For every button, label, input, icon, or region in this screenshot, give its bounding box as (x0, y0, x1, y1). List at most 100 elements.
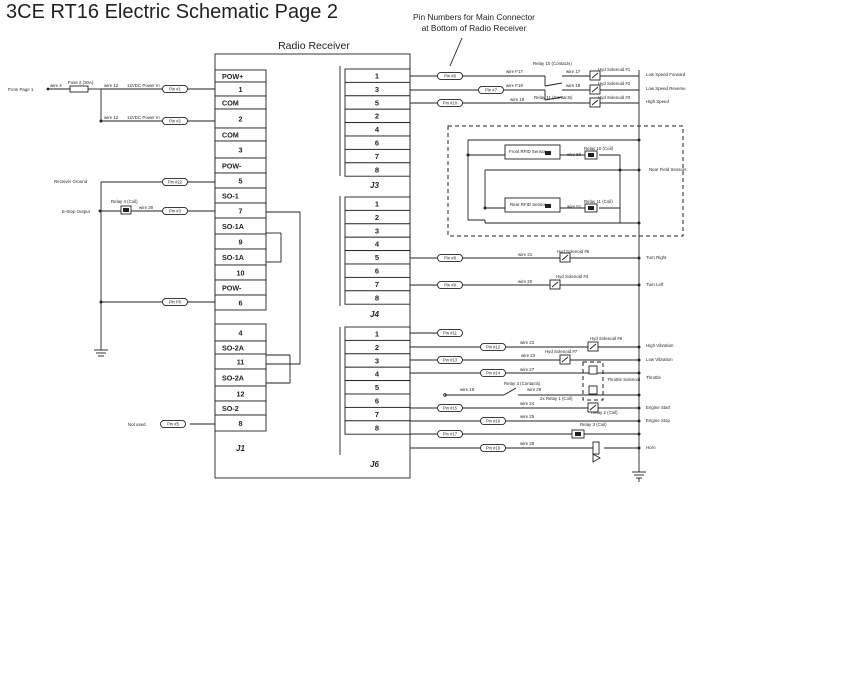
component-label-0: Relay 10 (Contacts) (533, 61, 572, 66)
component-label-4: Hyd Solenoid #3 (598, 95, 631, 100)
wire-label-9: wire 22 (520, 340, 535, 345)
function-label-6: High Vibration (646, 343, 674, 348)
left-pin-3-text: Pin #3 (169, 209, 182, 214)
j6-cell-7 (344, 420, 411, 435)
wire-label-8: wire 20 (518, 279, 533, 284)
right-pin-1: Pin #7 (478, 85, 504, 95)
right-pin-7-text: Pin #13 (443, 358, 458, 363)
j3-cell-7 (344, 162, 411, 177)
left-pin-3: Pin #3 (162, 206, 188, 216)
wire-label-11: wire 27 (520, 367, 535, 372)
junction-dot-11 (637, 358, 641, 362)
function-label-1: Low Speed Reverse (646, 86, 686, 91)
estop-output-label: E-Stop Output (62, 209, 91, 214)
junction-dot-8 (637, 256, 641, 260)
j1-cell-label-16: 4 (239, 329, 243, 338)
solenoid-0 (589, 70, 601, 81)
left-pin-2-text: Pin #22 (168, 180, 183, 185)
right-pin-2-text: Pin #10 (443, 101, 458, 106)
j6-label: J6 (370, 460, 379, 469)
component-label-6: Relay 10 (Coil) (584, 146, 614, 151)
j1-cell-label-10: SO-1A (222, 222, 244, 231)
solenoid-2 (589, 97, 601, 108)
j4-num-0: 1 (375, 200, 379, 209)
junction-dot-15 (637, 419, 641, 423)
fuse-label: Fuse 2 (30A) (68, 80, 94, 85)
junction-dot-12 (637, 371, 641, 375)
j4-cell-7 (344, 290, 411, 305)
left-pin-1-text: Pin #2 (169, 119, 182, 124)
right-pin-9-text: Pin #15 (443, 406, 458, 411)
j1-cell-label-12: SO-1A (222, 253, 244, 262)
j4-num-4: 5 (375, 253, 379, 262)
from-page-dot (46, 87, 50, 91)
j1-cell-label-8: SO-1 (222, 192, 239, 201)
j3-label: J3 (370, 181, 379, 190)
j4-num-5: 6 (375, 267, 379, 276)
right-pin-4-text: Pin #9 (444, 283, 457, 288)
function-label-0: Low Speed Forward (646, 72, 686, 77)
wire-12a-label: wire 12 (104, 83, 119, 88)
j4-num-3: 4 (375, 240, 380, 249)
wire-label-1: wire 17 (566, 69, 581, 74)
wire-label-5: wire 50 (567, 152, 582, 157)
j6-num-0: 1 (375, 330, 379, 339)
junction-dot-9 (637, 283, 641, 287)
page-title: 3CE RT16 Electric Schematic Page 2 (6, 1, 339, 23)
junction-dot-7 (637, 221, 641, 225)
right-pin-12: Pin #18 (480, 443, 506, 453)
function-label-7: Low Vibration (646, 357, 673, 362)
j1-cell-22 (214, 414, 267, 432)
right-pin-3-text: Pin #8 (444, 256, 457, 261)
j1-cell-label-18: 11 (237, 358, 245, 367)
pin-note-line-2: at Bottom of Radio Receiver (421, 23, 527, 33)
left-pin-2: Pin #22 (162, 177, 188, 187)
junction-dot-0 (99, 119, 103, 123)
right-pin-6-text: Pin #12 (486, 345, 501, 350)
function-label-11: Horn (646, 445, 656, 450)
j6-num-4: 5 (375, 383, 379, 392)
j1-cell-label-5: 3 (239, 146, 243, 155)
j1-cell-label-3: 2 (239, 115, 243, 124)
right-pin-7: Pin #13 (437, 355, 463, 365)
junction-dot-5 (637, 138, 641, 142)
component-label-13: Relay 3 (Contacts) (504, 381, 541, 386)
function-label-9: Engine Start (646, 405, 671, 410)
junction-dot-13 (637, 393, 641, 397)
right-pin-5: Pin #11 (437, 328, 463, 338)
power-in-a-label: 12VDC Power In (127, 83, 160, 88)
junction-dot-1 (99, 300, 103, 304)
j1-cell-label-4: COM (222, 131, 239, 140)
radio-receiver-label: Radio Receiver (278, 40, 350, 52)
j1-cell-label-15: 6 (239, 299, 243, 308)
j3-num-7: 8 (375, 165, 379, 174)
wire-label-15: wire 25 (520, 414, 535, 419)
component-label-16: Relay 2 (Coil) (591, 410, 618, 415)
component-label-11: Hyd Solenoid #6 (590, 336, 623, 341)
component-label-14: Throttle Solenoid (607, 377, 641, 382)
j1-cell-label-14: POW- (222, 284, 242, 293)
left-pin-0-text: Pin #1 (169, 87, 182, 92)
j1-cell-15 (214, 294, 267, 311)
right-pin-10-text: Pin #16 (486, 419, 501, 424)
wire-label-4: wire 18 (510, 97, 525, 102)
wire-label-14: wire 24 (520, 401, 535, 406)
wire-label-0: wire F17 (506, 69, 523, 74)
j6-num-1: 2 (375, 343, 379, 352)
right-pin-10: Pin #16 (480, 416, 506, 426)
right-pin-1-text: Pin #7 (485, 88, 498, 93)
function-label-3: Near Field Sensors (649, 167, 687, 172)
function-label-4: Turn Right (646, 255, 667, 260)
not-used-label: Not used (128, 422, 146, 427)
wire-12b-label: wire 12 (104, 115, 119, 120)
relay-coil-0 (584, 150, 598, 160)
connectors-layer: POW+1COM2COM3POW-5SO-17SO-1A9SO-1A10POW-… (214, 68, 411, 469)
j1-cell-label-20: 12 (237, 390, 245, 399)
component-label-10: Hyd Solenoid #4 (556, 274, 589, 279)
junction-dot-14 (637, 406, 641, 410)
junction-dot-16 (637, 432, 641, 436)
